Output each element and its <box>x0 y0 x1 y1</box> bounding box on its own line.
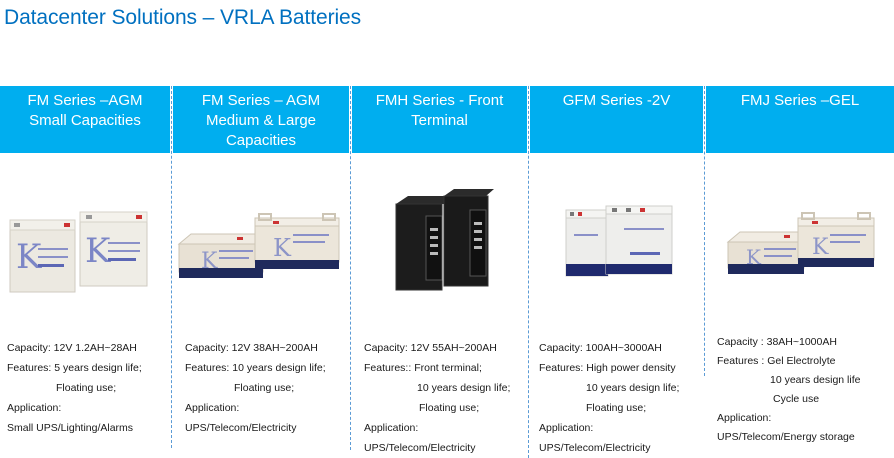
battery-pair-medium-agm-icon: K K <box>173 210 349 280</box>
header-line: FM Series –AGM <box>27 92 143 109</box>
battery-pair-gel-icon: K K <box>706 208 894 280</box>
page-title: Datacenter Solutions – VRLA Batteries <box>4 6 362 29</box>
capacity-text: Capacity: 100AH~3000AH <box>539 342 662 354</box>
column-header: GFM Series -2V <box>530 86 703 153</box>
application-text: UPS/Telecom/Electricity <box>539 442 651 454</box>
column-header: FM Series – AGM Medium & Large Capacitie… <box>173 86 349 153</box>
header-line: GFM Series -2V <box>562 92 671 109</box>
specs: Capacity: 100AH~3000AH Features: High po… <box>539 338 679 458</box>
column-fm-small: FM Series –AGM Small Capacities K K <box>0 86 170 458</box>
specs: Capacity: 12V 38AH~200AH Features: 10 ye… <box>185 338 326 438</box>
specs: Capacity : 38AH~1000AH Features : Gel El… <box>717 333 860 447</box>
battery-pair-front-terminal-icon <box>352 186 527 294</box>
capacity-text: Capacity: 12V 38AH~200AH <box>185 342 318 354</box>
application-text: UPS/Telecom/Electricity <box>185 422 297 434</box>
column-divider <box>704 86 705 376</box>
application-label: Application: <box>185 402 240 414</box>
capacity-text: Capacity: 12V 55AH~200AH <box>364 342 497 354</box>
capacity-text: Capacity: 12V 1.2AH~28AH <box>7 342 137 354</box>
header-line: FMH Series - Front <box>375 92 504 109</box>
features-text: Features: High power density <box>539 362 676 374</box>
features-more: Cycle use <box>773 393 820 405</box>
header-line: Medium & Large <box>205 112 317 129</box>
svg-text:K: K <box>85 231 111 271</box>
features-more: Floating use; <box>586 402 647 414</box>
features-more: Floating use; <box>419 402 480 414</box>
header-line: Terminal <box>411 112 468 129</box>
header-line: Capacities <box>225 132 297 149</box>
features-text: Features:: Front terminal; <box>364 362 482 374</box>
column-fm-medium-large: FM Series – AGM Medium & Large Capacitie… <box>173 86 349 458</box>
header-line: FMJ Series –GEL <box>740 92 860 109</box>
battery-pair-2v-icon <box>530 202 703 284</box>
features-text: Features: 5 years design life; <box>7 362 142 374</box>
column-divider <box>171 86 172 448</box>
application-label: Application: <box>364 422 419 434</box>
features-more: Floating use; <box>234 382 295 394</box>
column-divider <box>528 86 529 458</box>
column-header: FMJ Series –GEL <box>706 86 894 153</box>
application-label: Application: <box>7 402 62 414</box>
application-text: UPS/Telecom/Electricity <box>364 442 476 454</box>
specs: Capacity: 12V 1.2AH~28AH Features: 5 yea… <box>7 338 142 438</box>
features-more: 10 years design life <box>770 374 861 386</box>
svg-text:K: K <box>16 237 42 277</box>
application-text: Small UPS/Lighting/Alarms <box>7 422 134 434</box>
features-more: 10 years design life; <box>417 382 511 394</box>
capacity-text: Capacity : 38AH~1000AH <box>717 336 837 348</box>
svg-text:K: K <box>812 235 829 260</box>
features-text: Features : Gel Electrolyte <box>717 355 836 367</box>
svg-text:K: K <box>273 234 292 262</box>
features-more: 10 years design life; <box>586 382 680 394</box>
column-header: FM Series –AGM Small Capacities <box>0 86 170 153</box>
column-divider <box>350 86 351 450</box>
column-header: FMH Series - Front Terminal <box>352 86 527 153</box>
specs: Capacity: 12V 55AH~200AH Features:: Fron… <box>364 338 510 458</box>
application-label: Application: <box>717 412 772 424</box>
svg-text:K: K <box>746 245 762 269</box>
battery-pair-small-agm-icon: K K <box>0 206 170 301</box>
column-fmh-front-terminal: FMH Series - Front Terminal <box>352 86 527 458</box>
header-line: Small Capacities <box>29 112 141 129</box>
application-text: UPS/Telecom/Energy storage <box>717 431 855 443</box>
svg-text:K: K <box>201 249 218 274</box>
features-more: Floating use; <box>56 382 117 394</box>
features-text: Features: 10 years design life; <box>185 362 326 374</box>
application-label: Application: <box>539 422 594 434</box>
header-line: FM Series – AGM <box>201 92 321 109</box>
column-fmj-gel: FMJ Series –GEL K K <box>706 86 894 458</box>
column-gfm-2v: GFM Series -2V Capac <box>530 86 703 458</box>
